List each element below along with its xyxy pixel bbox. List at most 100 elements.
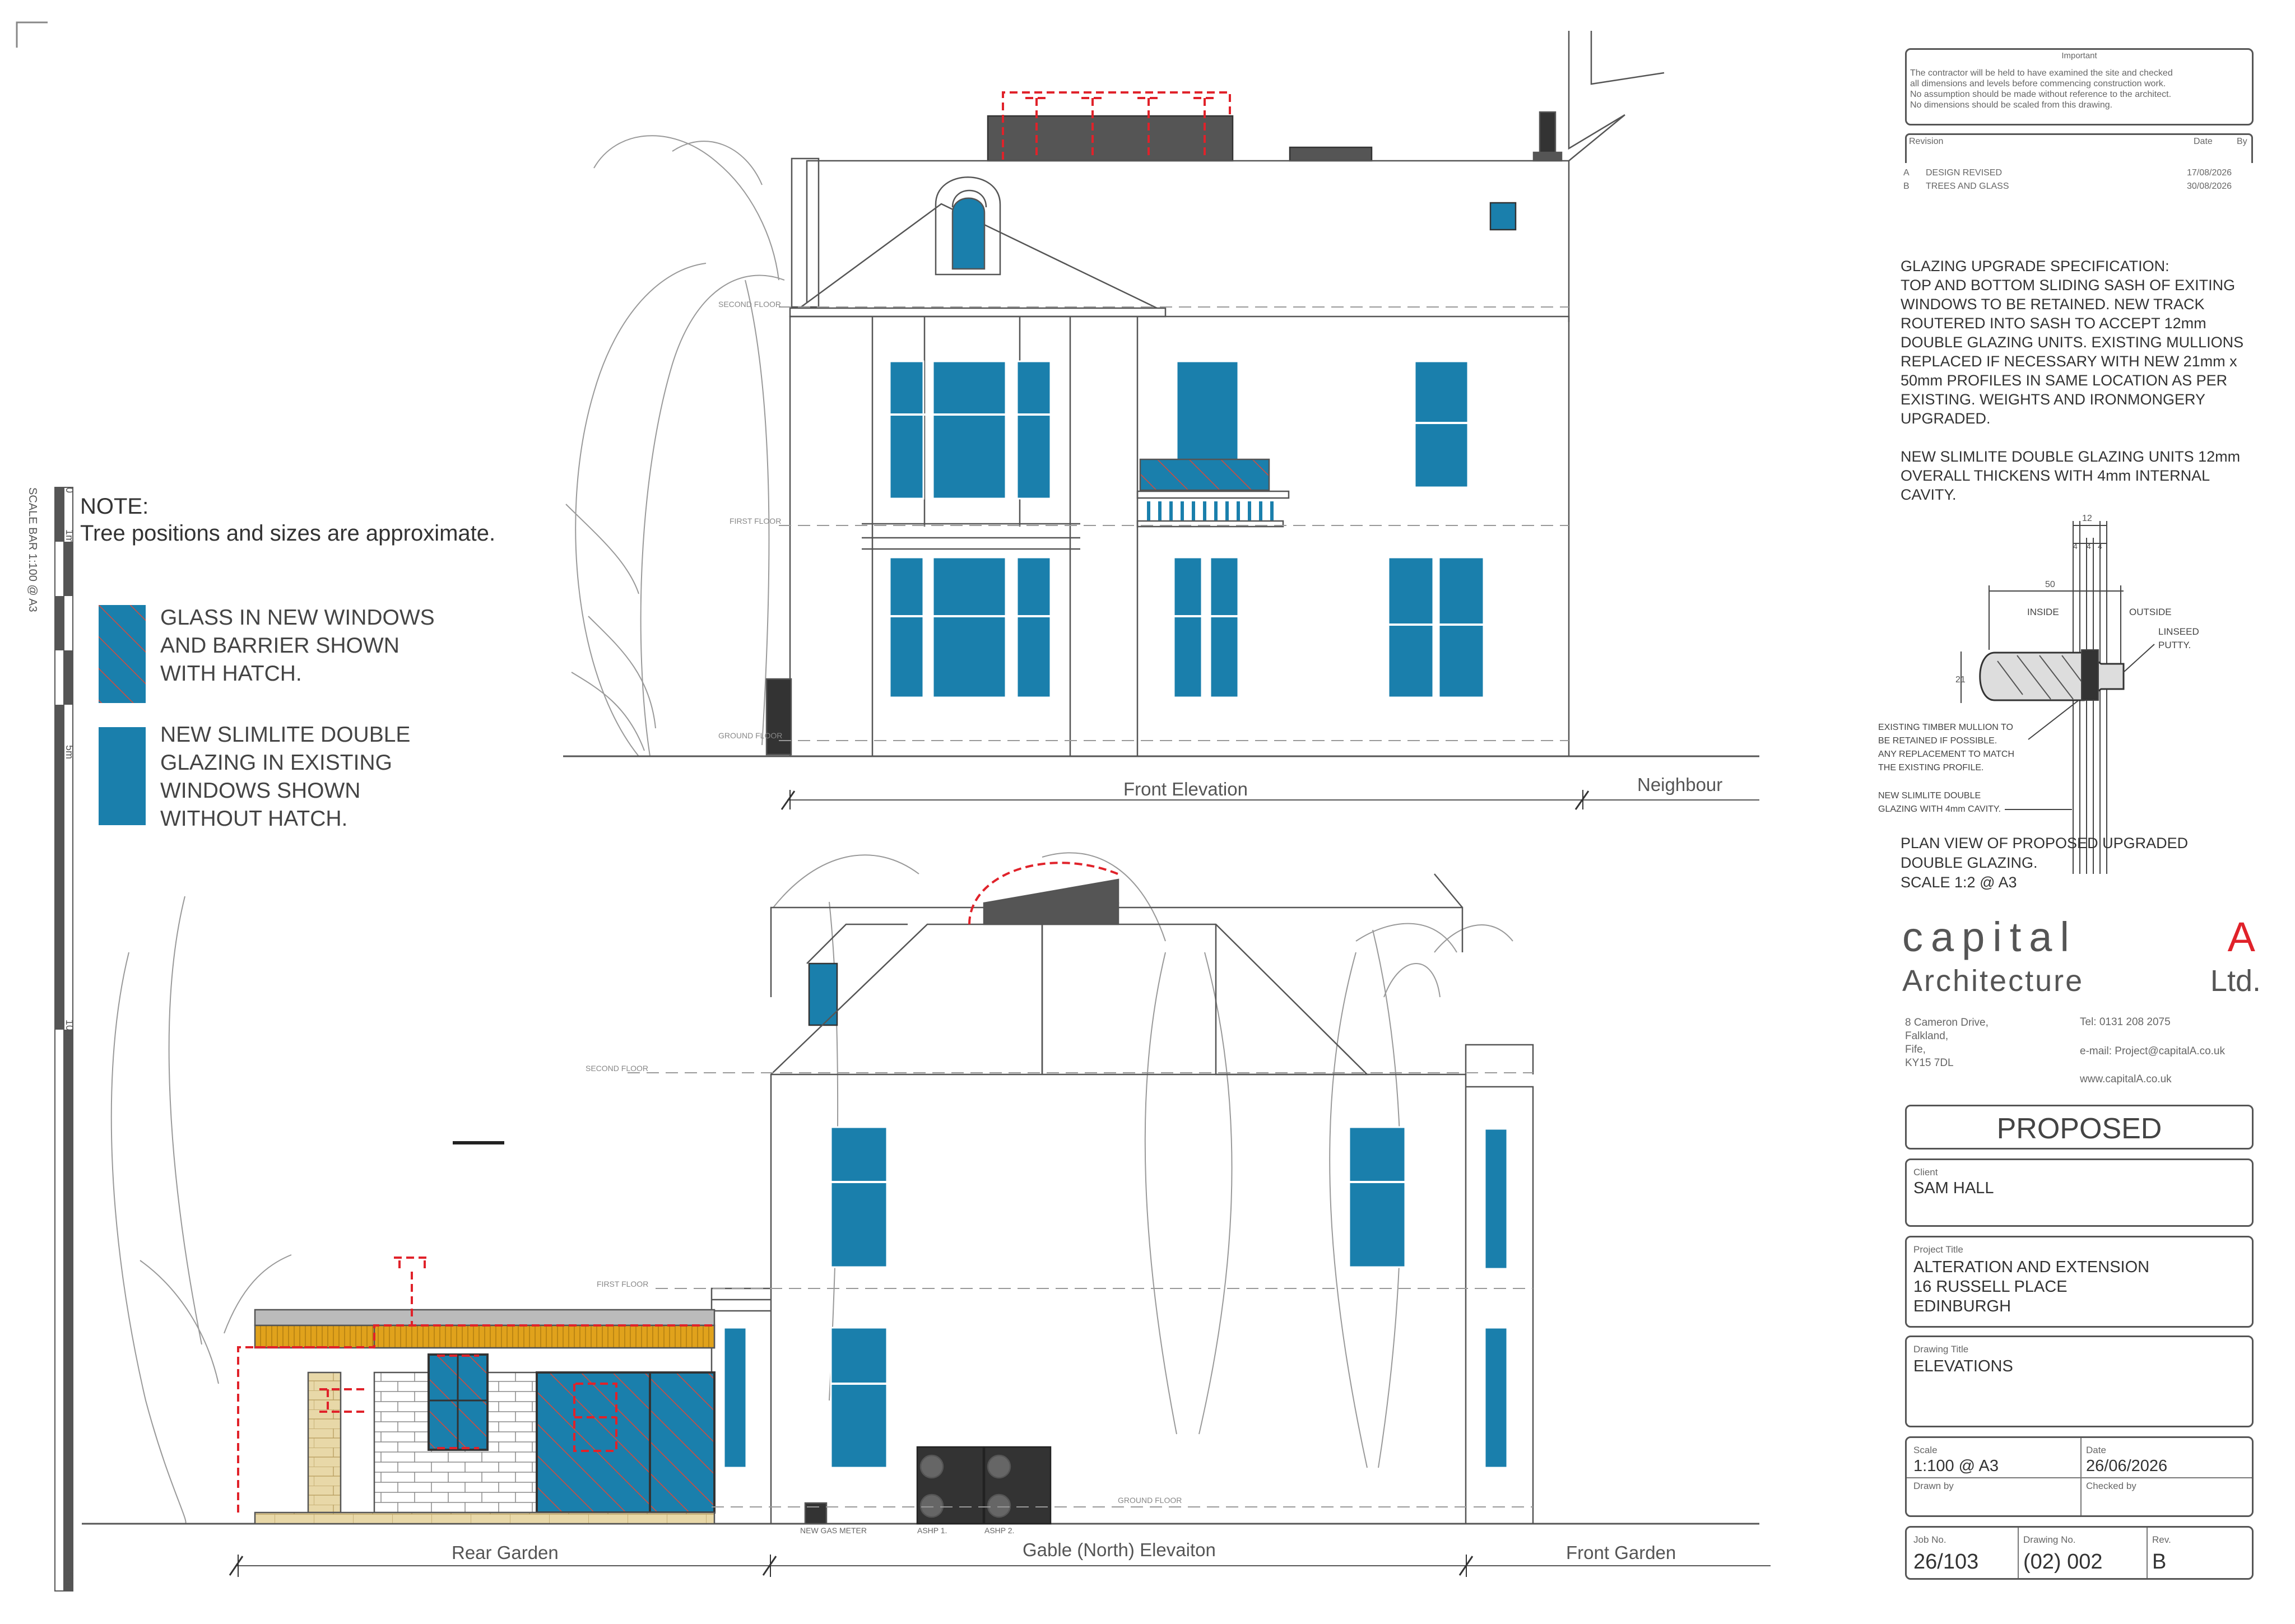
detail-caption-3: SCALE 1:2 @ A3 <box>1901 874 2017 891</box>
company-email[interactable]: e-mail: Project@capitalA.co.uk <box>2080 1045 2225 1057</box>
spec2-line-3: CAVITY. <box>1901 486 1957 503</box>
spec-line-5: DOUBLE GLAZING UNITS. EXISTING MULLIONS <box>1901 334 2244 351</box>
scale-tick-1m: 1m <box>64 529 75 543</box>
legend-2-line-1: NEW SLIMLITE DOUBLE <box>160 723 410 747</box>
dim-4b: 4 <box>2087 542 2091 551</box>
mullion-note-3: ANY REPLACEMENT TO MATCH <box>1878 750 2014 759</box>
gable-level-first: FIRST FLOOR <box>597 1279 648 1288</box>
front-level-ground: GROUND FLOOR <box>718 731 782 740</box>
scale-label: Scale <box>1913 1445 1938 1455</box>
gable-level-second: SECOND FLOOR <box>586 1064 648 1073</box>
mullion-note-2: BE RETAINED IF POSSIBLE. <box>1878 736 1997 746</box>
scale-tick-20m: 20m <box>64 1569 75 1588</box>
scale-value: 1:100 @ A3 <box>1913 1457 1999 1475</box>
important-line-1: The contractor will be held to have exam… <box>1910 68 2173 78</box>
drawn-by-label: Drawn by <box>1913 1481 1954 1491</box>
inside-label: INSIDE <box>2027 607 2059 617</box>
rear-garden-label: Rear Garden <box>452 1542 559 1563</box>
legend-2-line-2: GLAZING IN EXISTING <box>160 751 392 775</box>
legend-2-line-3: WINDOWS SHOWN <box>160 779 360 803</box>
drawing-title-label: Drawing Title <box>1913 1344 1969 1355</box>
spec-line-1: GLAZING UPGRADE SPECIFICATION: <box>1901 258 2169 274</box>
revision-b-desc: TREES AND GLASS <box>1926 182 2009 191</box>
address-line-2: Falkland, <box>1905 1030 1949 1042</box>
front-level-first: FIRST FLOOR <box>730 516 781 525</box>
note-heading: NOTE: <box>80 494 148 519</box>
putty-line-1: LINSEED <box>2158 626 2199 637</box>
front-garden-label: Front Garden <box>1566 1542 1676 1563</box>
company-name-capital: capital <box>1902 914 2077 960</box>
legend-hatch-swatch <box>99 605 146 703</box>
client-label: Client <box>1913 1167 1938 1178</box>
scale-tick-10m: 10m <box>64 1020 75 1039</box>
revision-a-desc: DESIGN REVISED <box>1926 168 2003 178</box>
front-elevation-title: Front Elevation <box>1123 779 1248 799</box>
revision-a-date: 17/08/2026 <box>2187 168 2232 178</box>
spec-line-8: EXISTING. WEIGHTS AND IRONMONGERY <box>1901 391 2206 408</box>
dim-12: 12 <box>2082 514 2092 523</box>
neighbour-label: Neighbour <box>1637 774 1722 795</box>
spec2-line-1: NEW SLIMLITE DOUBLE GLAZING UNITS 12mm <box>1901 448 2241 465</box>
important-line-2: all dimensions and levels before commenc… <box>1910 79 2166 89</box>
company-address: 8 Cameron Drive, Falkland, Fife, KY15 7D… <box>1905 1016 1989 1070</box>
important-line-3: No assumption should be made without ref… <box>1910 90 2172 99</box>
company-name-architecture: Architecture <box>1902 964 2084 998</box>
spec-line-3: WINDOWS TO BE RETAINED. NEW TRACK <box>1901 296 2205 313</box>
revision-date-header: Date <box>2194 137 2213 146</box>
drawing-title-box: Drawing Title ELEVATIONS <box>1905 1336 2254 1427</box>
job-box: Job No. 26/103 Drawing No. (02) 002 Rev.… <box>1905 1526 2254 1580</box>
front-elevation <box>563 31 1759 810</box>
corner-mark <box>16 21 48 48</box>
legend-1-line-3: WITH HATCH. <box>160 662 302 686</box>
drawing-no-label: Drawing No. <box>2023 1534 2076 1545</box>
address-line-1: 8 Cameron Drive, <box>1905 1017 1989 1029</box>
project-box: Project Title ALTERATION AND EXTENSION 1… <box>1905 1236 2254 1328</box>
ashp-2-label: ASHP 2. <box>984 1526 1014 1535</box>
mullion-note-1: EXISTING TIMBER MULLION TO <box>1878 723 2013 732</box>
note-text: Tree positions and sizes are approximate… <box>80 521 495 546</box>
dim-50: 50 <box>2045 580 2055 589</box>
company-logo-letter: A <box>2227 914 2255 960</box>
outside-label: OUTSIDE <box>2129 607 2172 617</box>
scale-tick-5m: 5m <box>64 745 75 759</box>
revision-b-rev: B <box>1903 182 1910 191</box>
dim-4a: 4 <box>2073 542 2078 551</box>
important-box: Important The contractor will be held to… <box>1905 48 2254 125</box>
important-title: Important <box>2061 51 2097 61</box>
checked-by-label: Checked by <box>2086 1481 2136 1491</box>
date-label: Date <box>2086 1445 2106 1455</box>
address-line-3: Fife, <box>1905 1044 1926 1055</box>
detail-caption-1: PLAN VIEW OF PROPOSED UPGRADED <box>1901 835 2188 851</box>
mullion-note-4: THE EXISTING PROFILE. <box>1878 763 1983 773</box>
revision-by-header: By <box>2237 137 2247 146</box>
important-text: The contractor will be held to have exam… <box>1910 68 2173 110</box>
legend-2-line-4: WITHOUT HATCH. <box>160 807 347 831</box>
spec-line-9: UPGRADED. <box>1901 410 1991 427</box>
scale-bar-caption: SCALE BAR 1:100 @ A3 <box>26 487 39 612</box>
project-line-2: 16 RUSSELL PLACE <box>1913 1278 2068 1296</box>
gable-elevation <box>82 852 1771 1577</box>
detail-caption-2: DOUBLE GLAZING. <box>1901 854 2038 871</box>
putty-line-2: PUTTY. <box>2158 640 2191 650</box>
gas-meter-label: NEW GAS METER <box>800 1526 867 1535</box>
spec-line-4: ROUTERED INTO SASH TO ACCEPT 12mm <box>1901 315 2206 332</box>
scale-tick-0: 0 <box>64 487 75 493</box>
company-web[interactable]: www.capitalA.co.uk <box>2080 1073 2172 1085</box>
spec2-line-2: OVERALL THICKENS WITH 4mm INTERNAL <box>1901 467 2210 484</box>
glazing-spec: GLAZING UPGRADE SPECIFICATION: TOP AND B… <box>1901 257 2259 504</box>
ashp-1-label: ASHP 1. <box>917 1526 947 1535</box>
scale-date-box: Scale 1:100 @ A3 Date 26/06/2026 Drawn b… <box>1905 1436 2254 1517</box>
project-line-1: ALTERATION AND EXTENSION <box>1913 1258 2150 1276</box>
date-value: 26/06/2026 <box>2086 1457 2168 1475</box>
drawing-no-value: (02) 002 <box>2023 1550 2103 1574</box>
address-line-4: KY15 7DL <box>1905 1057 1954 1069</box>
revision-a-rev: A <box>1903 168 1910 178</box>
project-label: Project Title <box>1913 1244 1963 1255</box>
rev-value: B <box>2152 1550 2167 1574</box>
drawing-title-value: ELEVATIONS <box>1913 1357 2013 1375</box>
important-line-4: No dimensions should be scaled from this… <box>1910 100 2113 110</box>
gable-elevation-title: Gable (North) Elevaiton <box>1023 1539 1216 1560</box>
company-tel: Tel: 0131 208 2075 <box>2080 1016 2171 1028</box>
spec-line-6: REPLACED IF NECESSARY WITH NEW 21mm x <box>1901 353 2237 370</box>
revision-header-box <box>1905 133 2253 163</box>
